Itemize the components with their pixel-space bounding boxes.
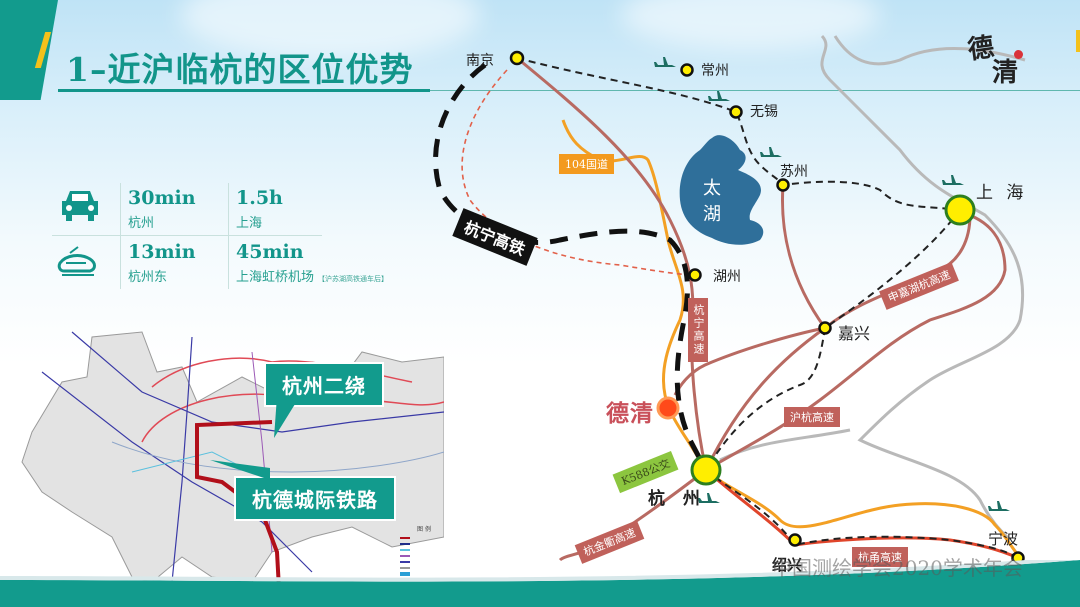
hsr-note: 【沪苏湖高铁通车后】 xyxy=(318,275,389,283)
car-hangzhou-time: 30min xyxy=(128,187,196,209)
callout-hangzhou-ring: 杭州二绕 xyxy=(264,362,384,407)
train-hangzhoudong-label: 杭州东 xyxy=(128,270,168,285)
car-icon xyxy=(62,191,98,221)
high-speed-train-icon xyxy=(57,246,96,276)
city-label-wuxi: 无锡 xyxy=(750,104,778,120)
divider xyxy=(120,183,121,289)
watermark: 中国测绘学会2020学术年会 xyxy=(772,556,1023,580)
taihu-lake xyxy=(679,135,764,245)
route-tag-hangning-expressway: 杭宁高速 xyxy=(688,298,708,362)
title-underline xyxy=(58,89,430,92)
train-hangzhoudong-time: 13min xyxy=(128,241,196,263)
right-accent-tab xyxy=(1076,30,1080,52)
city-label-huzhou: 湖州 xyxy=(713,269,741,285)
city-label-shanghai: 上 海 xyxy=(976,183,1028,203)
deqing-marker xyxy=(656,396,680,420)
divider xyxy=(52,235,322,236)
route-tag-huhang: 沪杭高速 xyxy=(784,407,840,427)
city-label-jiaxing: 嘉兴 xyxy=(838,324,871,343)
shanghai-marker xyxy=(944,194,976,226)
seal-mark xyxy=(1014,50,1023,59)
city-label-nanjing: 南京 xyxy=(466,53,494,69)
lake-label: 太 湖 xyxy=(703,178,721,225)
city-label-ningbo: 宁波 xyxy=(988,530,1019,548)
travel-time-stats: 30min 杭州 1.5h 上海 13min 杭州东 45min 上海虹桥机场【… xyxy=(52,183,422,289)
city-label-shaoxing: 绍兴 xyxy=(772,556,803,574)
inset-legend: 图 例 xyxy=(400,524,448,594)
callout-hangde-rail: 杭德城际铁路 xyxy=(234,476,396,521)
page-title: 1–近沪临杭的区位优势 xyxy=(66,50,414,89)
callout-pointer xyxy=(274,396,300,438)
hangzhou-marker xyxy=(690,454,722,486)
footer-wave xyxy=(0,560,1080,607)
divider xyxy=(228,183,229,289)
route-tag-104: 104国道 xyxy=(559,154,614,174)
car-hangzhou-label: 杭州 xyxy=(128,216,155,231)
car-shanghai-label: 上海 xyxy=(236,216,263,231)
city-label-changzhou: 常州 xyxy=(701,63,729,79)
train-hongqiao-label: 上海虹桥机场【沪苏湖高铁通车后】 xyxy=(236,270,389,285)
city-label-deqing: 德清 xyxy=(606,401,654,427)
city-label-suzhou: 苏州 xyxy=(780,164,808,180)
header-divider xyxy=(430,90,1080,91)
callout-pointer xyxy=(210,460,270,480)
route-tag-hangyong: 杭甬高速 xyxy=(852,547,908,567)
city-markers xyxy=(509,50,1025,565)
airport-icons xyxy=(654,57,1010,511)
deqing-logo: 德 清 xyxy=(962,32,1032,94)
car-shanghai-time: 1.5h xyxy=(236,187,283,209)
train-hongqiao-time: 45min xyxy=(236,241,304,263)
city-label-hangzhou: 杭 州 xyxy=(648,489,706,509)
